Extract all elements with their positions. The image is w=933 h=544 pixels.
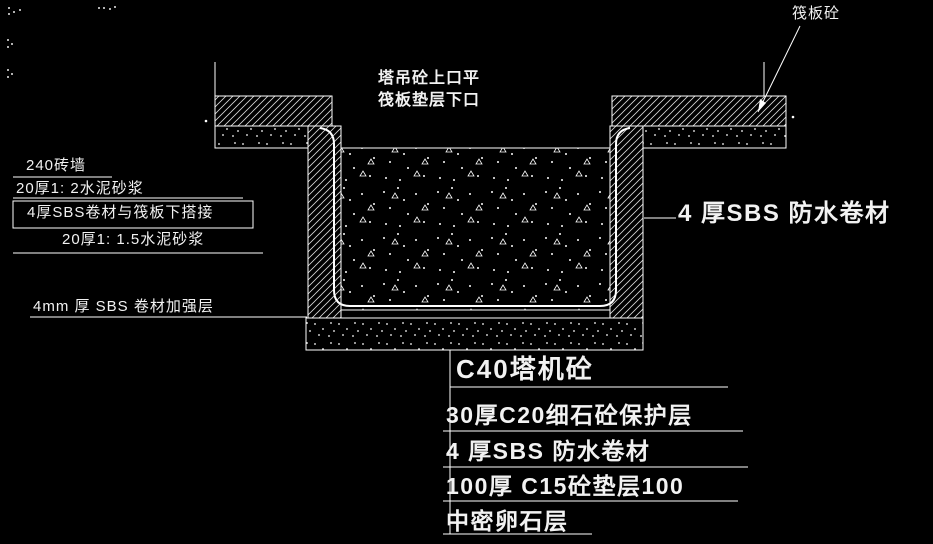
- pit-right-wall: [609, 125, 644, 319]
- sbs-lap-box: [12, 200, 254, 229]
- label-waterproof-right: 4 厚SBS 防水卷材: [678, 200, 891, 227]
- raft-slab-label: 筏板砼: [792, 5, 841, 22]
- left-raft-slab: [214, 95, 333, 127]
- raft-leader-arrowhead: [758, 99, 766, 112]
- bottom-label-sbs: 4 厚SBS 防水卷材: [446, 438, 651, 464]
- left-edge-dot: [204, 119, 208, 123]
- bottom-cushion-strip: [305, 317, 644, 351]
- bottom-label-protect: 30厚C20细石砼保护层: [446, 402, 693, 428]
- bottom-label-c40: C40塔机砼: [456, 354, 594, 384]
- right-cushion-layer: [642, 125, 787, 149]
- label-brick-wall: 240砖墙: [26, 157, 87, 174]
- stray-point-markers: [7, 6, 116, 78]
- membrane-line: [319, 127, 631, 307]
- left-cushion-layer: [214, 125, 309, 149]
- label-reinforce-layer: 4mm 厚 SBS 卷材加强层: [33, 298, 214, 315]
- right-edge-dot: [791, 115, 795, 119]
- bottom-label-c15: 100厚 C15砼垫层100: [446, 473, 685, 499]
- pit-left-wall: [307, 125, 342, 319]
- top-note-line2: 筏板垫层下口: [378, 92, 481, 109]
- bottom-label-pebble: 中密卵石层: [446, 508, 569, 534]
- label-mortar-1-15: 20厚1: 1.5水泥砂浆: [62, 231, 205, 248]
- top-note-line1: 塔吊砼上口平: [378, 70, 481, 87]
- label-sbs-lap: 4厚SBS卷材与筏板下搭接: [27, 204, 214, 221]
- label-mortar-1-2: 20厚1: 2水泥砂浆: [16, 180, 144, 197]
- pit-concrete-fill: [340, 147, 611, 311]
- right-raft-slab: [611, 95, 787, 127]
- raft-label-leader: [757, 25, 801, 113]
